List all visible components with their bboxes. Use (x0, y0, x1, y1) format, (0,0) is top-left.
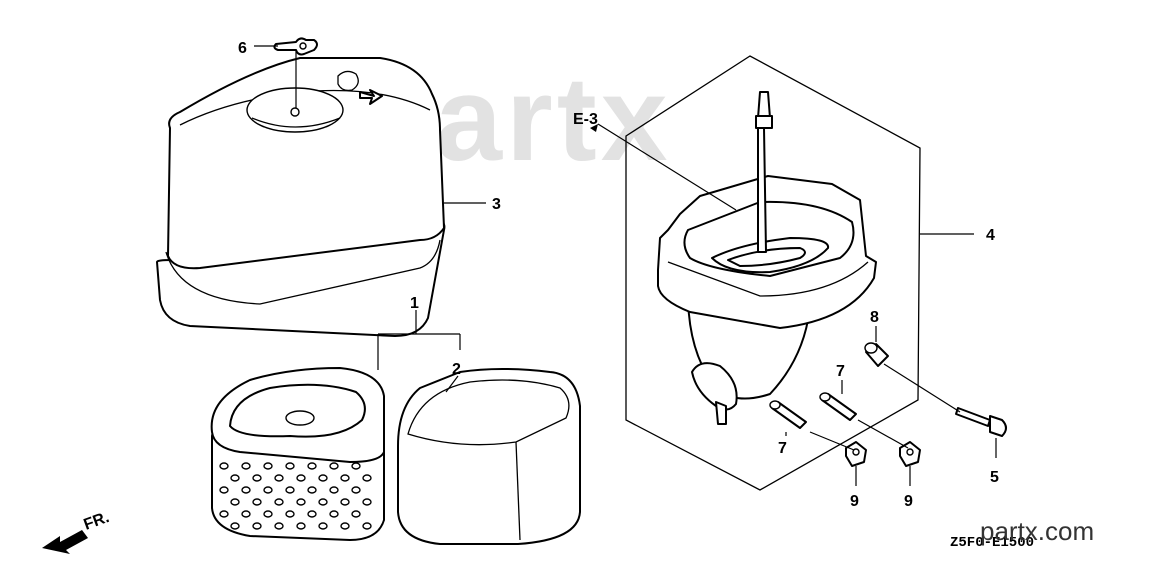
air-cleaner-cover (156, 57, 446, 337)
mesh-hole (252, 522, 262, 530)
callout-1: 1 (410, 295, 419, 312)
mesh-hole (230, 498, 240, 506)
callout-6: 6 (238, 40, 247, 57)
mesh-hole (285, 510, 295, 518)
mesh-hole (263, 462, 273, 470)
callout-8: 8 (870, 309, 879, 326)
callout-7-lower: 7 (778, 440, 787, 457)
flange-nut-left (845, 441, 867, 467)
flange-nut-right (899, 441, 921, 467)
mesh-hole (252, 474, 262, 482)
callout-5: 5 (990, 469, 999, 486)
mesh-hole (263, 510, 273, 518)
drawing-code: Z5F0-E1500 (950, 535, 1034, 551)
mesh-hole (219, 486, 229, 494)
foam-element (397, 368, 581, 545)
reference-e3-label: E-3 (573, 111, 598, 128)
mesh-hole (340, 474, 350, 482)
mesh-hole (329, 462, 339, 470)
site-label: partx.com (980, 516, 1094, 546)
mesh-hole (230, 522, 240, 530)
mesh-hole (296, 522, 306, 530)
front-marker-label: FR. (82, 509, 112, 534)
mesh-hole (274, 474, 284, 482)
callout-9-right: 9 (904, 493, 913, 510)
mesh-hole (307, 486, 317, 494)
mesh-hole (307, 510, 317, 518)
air-cleaner-element (210, 367, 385, 541)
mesh-hole (241, 462, 251, 470)
mesh-hole (230, 474, 240, 482)
cover-direction-symbol (337, 70, 383, 105)
wing-nut (273, 37, 318, 56)
mesh-hole (285, 462, 295, 470)
mesh-hole (318, 474, 328, 482)
mesh-hole (329, 510, 339, 518)
flange-bolt (955, 407, 1007, 437)
collar-part-7-lower (769, 400, 807, 429)
callout-3: 3 (492, 196, 501, 213)
mesh-hole (329, 486, 339, 494)
callout-2: 2 (452, 361, 461, 378)
air-cleaner-case (625, 55, 921, 491)
mesh-hole (274, 498, 284, 506)
mesh-hole (274, 522, 284, 530)
leader-lines (254, 45, 997, 486)
mesh-hole (296, 474, 306, 482)
mesh-hole (351, 510, 361, 518)
collar-part-8 (864, 342, 889, 367)
mesh-hole (318, 498, 328, 506)
mesh-hole (241, 510, 251, 518)
element-mesh-holes (219, 462, 372, 530)
collar-part-7-upper (819, 392, 857, 421)
mesh-hole (351, 462, 361, 470)
callout-7-upper: 7 (836, 363, 845, 380)
front-direction-marker: FR. (42, 509, 112, 554)
reference-arrowhead (590, 124, 598, 132)
mesh-hole (252, 498, 262, 506)
callout-9-left: 9 (850, 493, 859, 510)
mesh-hole (241, 486, 251, 494)
mesh-hole (362, 474, 372, 482)
mesh-hole (340, 498, 350, 506)
mesh-hole (362, 498, 372, 506)
front-arrow-icon (42, 530, 88, 554)
mesh-hole (219, 510, 229, 518)
mesh-hole (307, 462, 317, 470)
mesh-hole (340, 522, 350, 530)
mesh-hole (318, 522, 328, 530)
mesh-hole (296, 498, 306, 506)
mesh-hole (263, 486, 273, 494)
mesh-hole (362, 522, 372, 530)
mesh-hole (351, 486, 361, 494)
mesh-hole (219, 462, 229, 470)
mesh-hole (285, 486, 295, 494)
callout-4: 4 (986, 227, 995, 244)
